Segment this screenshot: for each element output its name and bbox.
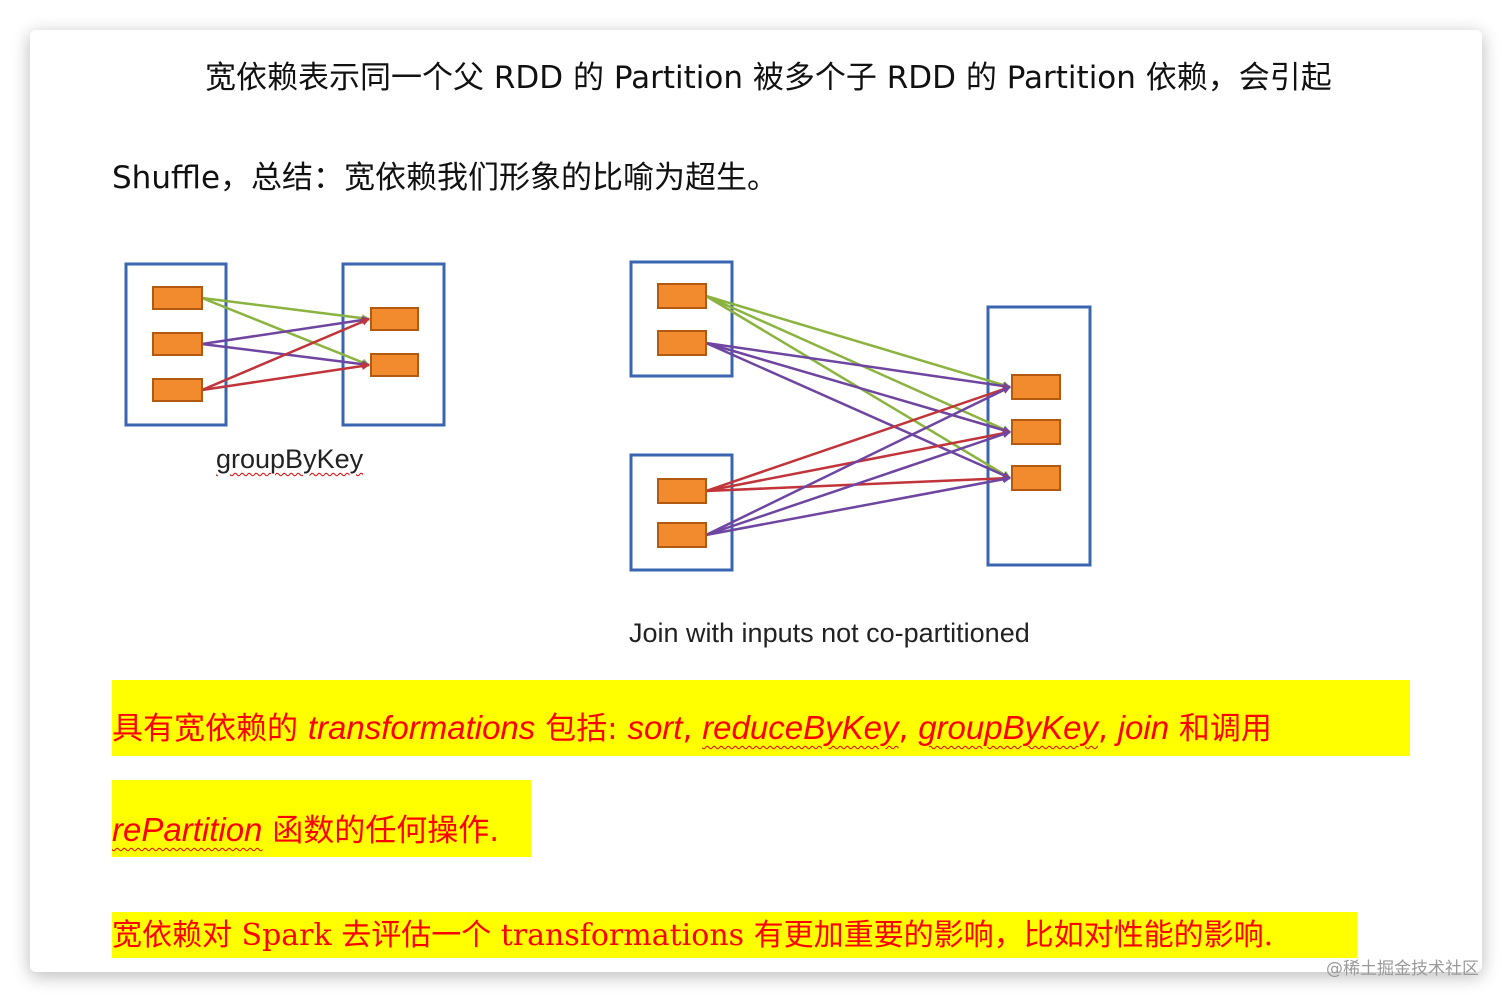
paragraph-line-1: 宽依赖表示同一个父 RDD 的 Partition 被多个子 RDD 的 Par… [205,60,1332,96]
sep: , [898,711,919,747]
join-caption: Join with inputs not co-partitioned [629,618,1030,648]
term-repartition: rePartition [112,811,263,848]
rdd-box [629,453,734,572]
rdd-box [341,262,446,427]
dependency-arrow [705,385,1011,537]
term-groupbykey: groupByKey [918,709,1098,746]
partition-block [370,353,419,377]
partition-block [1011,374,1061,400]
term-reducebykey: reduceByKey [702,709,899,746]
dependency-arrow [201,296,370,323]
partition-block [657,478,707,504]
text: 和调用 [1169,711,1272,747]
dependency-arrow [705,341,1011,390]
paragraph-line-2: Shuffle，总结：宽依赖我们形象的比喻为超生。 [112,160,779,196]
sep: , [1097,711,1118,747]
sep: , [682,711,703,747]
partition-block [152,378,203,402]
partition-block [152,332,203,356]
highlight-line-2: rePartition 函数的任何操作. [112,780,531,857]
dependency-arrow [201,316,370,346]
partition-block [1011,465,1061,491]
dependency-arrow [705,475,1011,537]
rdd-box [124,262,228,427]
dependency-arrow [201,362,370,392]
partition-block [657,330,707,356]
dependency-arrow [201,317,370,392]
groupbykey-caption: groupByKey [216,444,363,475]
partition-block [370,307,419,331]
rdd-box [629,260,734,378]
text: 函数的任何操作. [262,813,500,849]
term-join: join [1117,709,1170,746]
dependency-arrow [705,385,1011,493]
partition-block [657,522,707,548]
text: 包括: [535,711,628,747]
dependency-arrow [705,430,1011,537]
highlight-line-1: 具有宽依赖的 transformations 包括: sort, reduceB… [112,680,1410,756]
watermark: @稀土掘金技术社区 [1326,959,1479,979]
partition-block [657,283,707,309]
dependency-arrow [705,341,1011,434]
term-sort: sort [627,709,683,746]
dependency-arrow [705,341,1011,480]
highlight-line-3: 宽依赖对 Spark 去评估一个 transformations 有更加重要的影… [112,912,1357,958]
partition-block [1011,419,1061,445]
text: 具有宽依赖的 [112,711,308,747]
groupbykey-caption-text: groupByKey [216,444,364,474]
term-transformations: transformations [307,709,536,746]
dependency-arrow [705,294,1011,389]
partition-block [152,286,203,310]
